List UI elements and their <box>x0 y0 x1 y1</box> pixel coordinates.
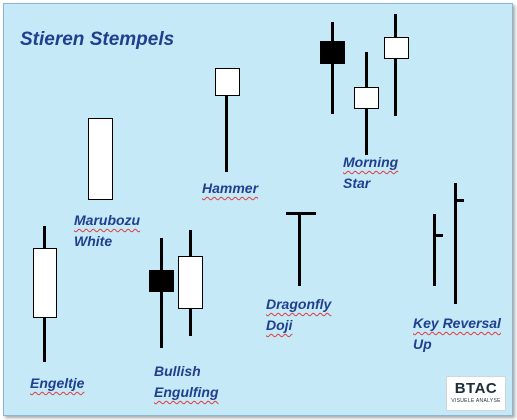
candle-morning-star-3-wick <box>394 14 397 116</box>
btac-logo: BTAC VISUELE ANALYSE <box>446 376 506 411</box>
candle-dragonfly-doji-wick <box>298 212 301 286</box>
candle-bullish-engulfing-1-wick <box>160 238 163 348</box>
candle-marubozu-white <box>88 118 113 200</box>
label-morning-star: Morning Star <box>343 152 398 194</box>
candle-morning-star-1-body <box>320 41 345 64</box>
candle-bullish-engulfing-2-body <box>178 256 203 309</box>
label-key-reversal-up-line2: Up <box>413 336 432 352</box>
label-marubozu-white: Marubozu White <box>74 210 140 252</box>
candle-hammer-wick <box>225 96 228 172</box>
bar-key-reversal-1-range <box>433 214 436 286</box>
label-key-reversal-up-line1: Key Reversal <box>413 315 501 331</box>
label-marubozu-white-line2: White <box>74 233 113 249</box>
label-dragonfly-doji: Dragonfly Doji <box>266 294 331 336</box>
label-engeltje: Engeltje <box>30 373 84 394</box>
logo-main-text: BTAC <box>454 380 498 397</box>
bar-key-reversal-1-close-tick <box>436 234 443 237</box>
candle-morning-star-3-body <box>384 37 409 59</box>
candle-bullish-engulfing-1-body <box>149 270 174 292</box>
diagram-panel <box>3 3 513 416</box>
label-morning-star-line1: Morning <box>343 154 399 170</box>
label-bullish-engulfing-line1: Bullish <box>154 363 201 379</box>
bar-key-reversal-2-range <box>454 183 457 304</box>
candle-hammer-body <box>215 68 240 96</box>
candle-morning-star-2-body <box>354 87 379 109</box>
label-morning-star-line2: Star <box>343 175 371 191</box>
candle-engeltje-body <box>33 248 57 318</box>
label-dragonfly-doji-line2: Doji <box>266 317 293 333</box>
label-engeltje-line1: Engeltje <box>30 375 85 391</box>
logo-sub-text: VISUELE ANALYSE <box>451 398 501 404</box>
label-bullish-engulfing: Bullish Engulfing <box>154 361 219 403</box>
candle-dragonfly-doji-cross <box>286 212 316 215</box>
bar-key-reversal-2-close-tick <box>457 199 464 202</box>
label-hammer-line1: Hammer <box>202 180 259 196</box>
label-hammer: Hammer <box>202 178 258 199</box>
candle-morning-star-1-wick <box>331 22 334 114</box>
label-bullish-engulfing-line2: Engulfing <box>154 384 219 400</box>
diagram-title: Stieren Stempels <box>20 29 175 50</box>
label-key-reversal-up: Key Reversal Up <box>413 313 501 355</box>
label-dragonfly-doji-line1: Dragonfly <box>266 296 332 312</box>
label-marubozu-white-line1: Marubozu <box>74 212 141 228</box>
